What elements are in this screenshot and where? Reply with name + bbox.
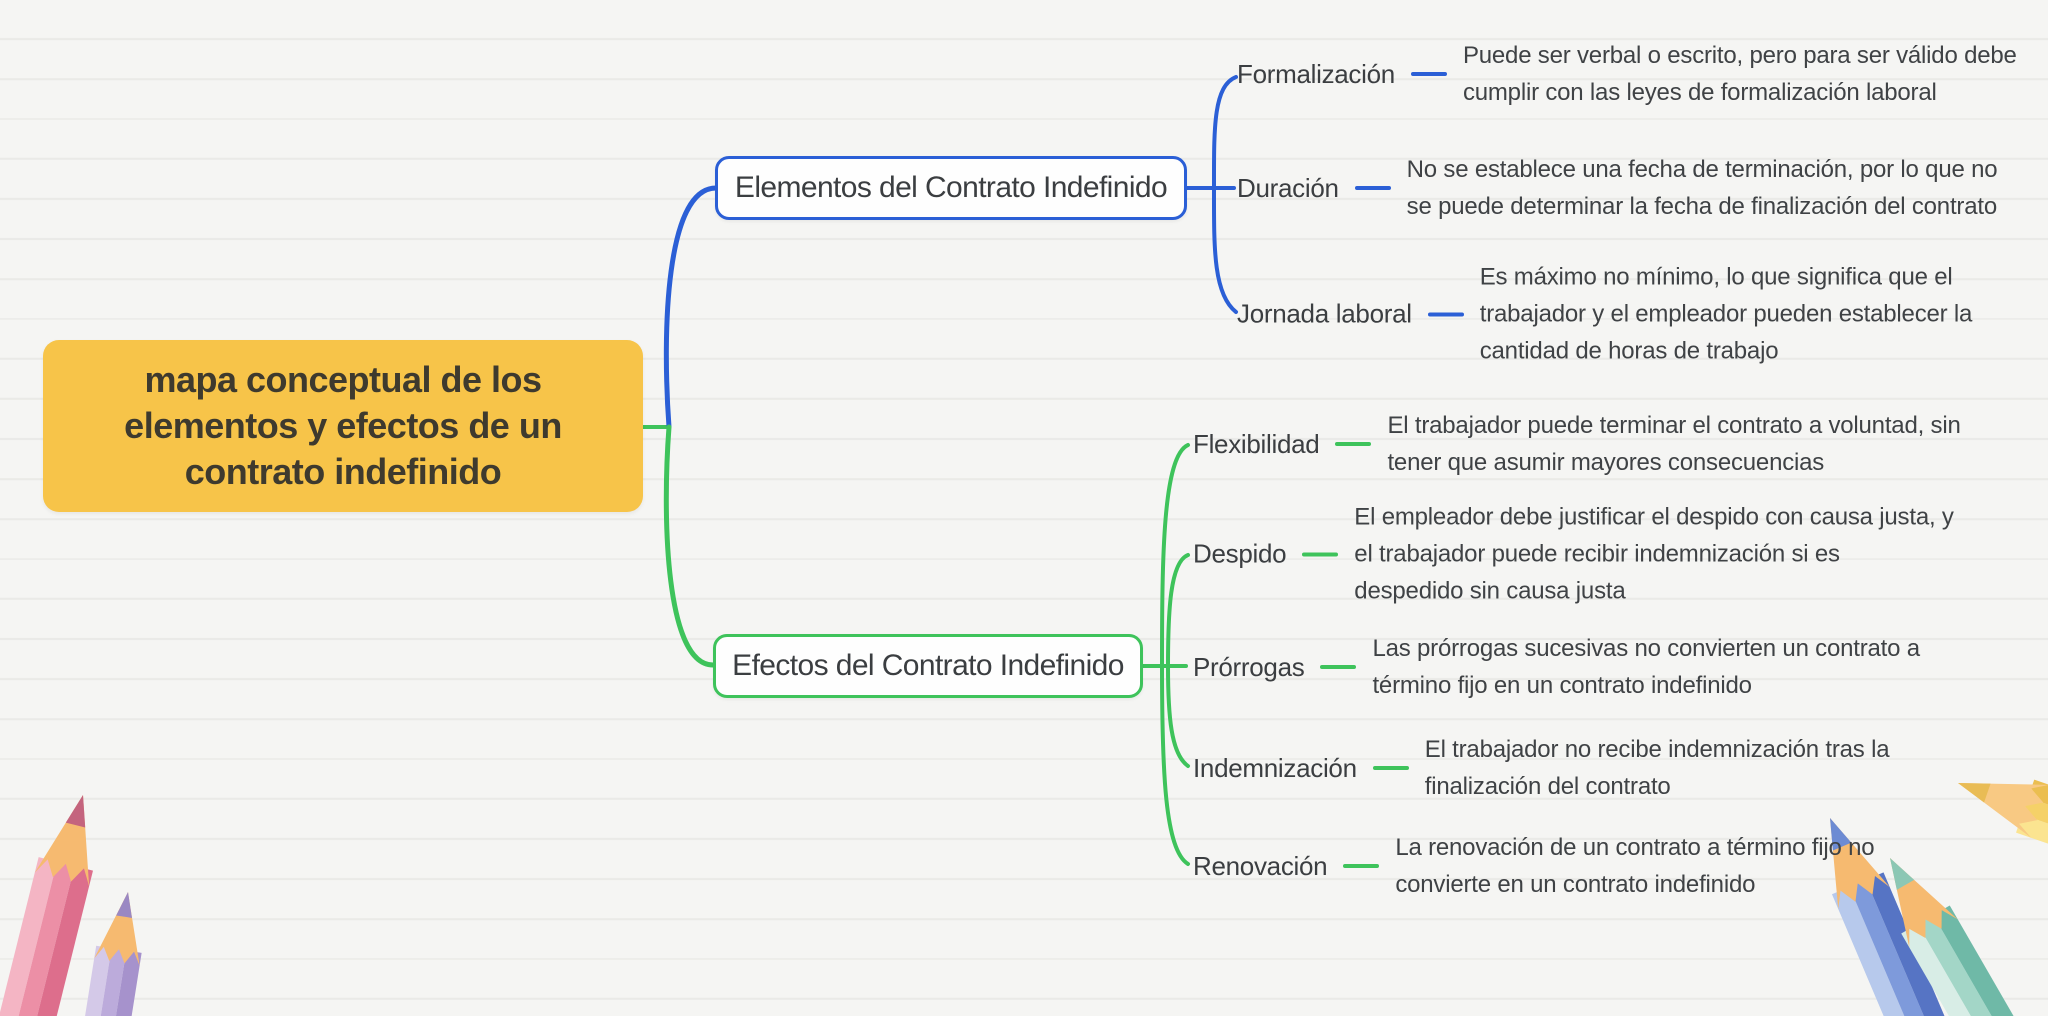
pink-pencil [0,795,93,1016]
child-label: Indemnización [1193,752,1357,783]
connector-root-efectos [663,424,716,668]
child-label: Despido [1193,538,1287,569]
child-description: No se establece una fecha de terminación… [1406,156,1998,220]
child-description: Es máximo no mínimo, lo que significa qu… [1479,263,1973,365]
connector-dash-icon [1410,72,1447,76]
child-node-formalizacion[interactable]: Formalización Puede ser verbal o escrito… [1237,37,2048,111]
child-label: Duración [1237,172,1339,203]
child-label: Flexibilidad [1193,428,1320,459]
child-label: Jornada laboral [1237,298,1412,329]
child-node-renovacion[interactable]: Renovación La renovación de un contrato … [1193,829,1925,903]
branch-node-efectos[interactable]: Efectos del Contrato Indefinido [713,634,1143,698]
connector-dash-icon [1427,312,1464,316]
connector-dash-icon [1302,552,1339,556]
branch-node-elementos[interactable]: Elementos del Contrato Indefinido [715,156,1187,220]
connector-dash-icon [1320,665,1357,669]
child-description: La renovación de un contrato a término f… [1395,834,1875,898]
connector-dash-icon [1335,442,1372,446]
purple-pencil [14,892,142,1016]
connector-efectos-outer-bracket [1159,443,1190,866]
child-node-flexibilidad[interactable]: Flexibilidad El trabajador puede termina… [1193,407,1987,481]
child-node-duracion[interactable]: Duración No se establece una fecha de te… [1237,151,2007,225]
child-label: Formalización [1237,58,1395,89]
connector-efectos-inner-bracket [1165,553,1190,768]
child-label: Renovación [1193,850,1328,881]
connector-elementos-bracket [1211,75,1238,314]
root-node[interactable]: mapa conceptual de los elementos y efect… [43,340,643,512]
child-description: Las prórrogas sucesivas no convierten un… [1372,635,1920,699]
connector-dash-icon [1354,186,1391,190]
root-node-title: mapa conceptual de los elementos y efect… [124,359,562,492]
yellow-pencil [1958,779,2048,1009]
child-description: Puede ser verbal o escrito, pero para se… [1462,42,2017,106]
child-description: El trabajador no recibe indemnización tr… [1424,736,1890,800]
child-node-despido[interactable]: Despido El empleador debe justificar el … [1193,499,1954,610]
child-node-prorrogas[interactable]: Prórrogas Las prórrogas sucesivas no con… [1193,630,1962,704]
branch-label-elementos: Elementos del Contrato Indefinido [734,171,1168,204]
child-node-jornada-laboral[interactable]: Jornada laboral Es máximo no mínimo, lo … [1237,259,2010,370]
connector-dash-icon [1343,864,1380,868]
child-node-indemnizacion[interactable]: Indemnización El trabajador no recibe in… [1193,731,1945,805]
child-label: Prórrogas [1193,651,1305,682]
branch-label-efectos: Efectos del Contrato Indefinido [732,649,1124,682]
connector-dash-icon [1372,766,1409,770]
child-description: El empleador debe justificar el despido … [1354,503,1954,605]
child-description: El trabajador puede terminar el contrato… [1387,412,1961,476]
connector-root-elementos [663,185,719,430]
